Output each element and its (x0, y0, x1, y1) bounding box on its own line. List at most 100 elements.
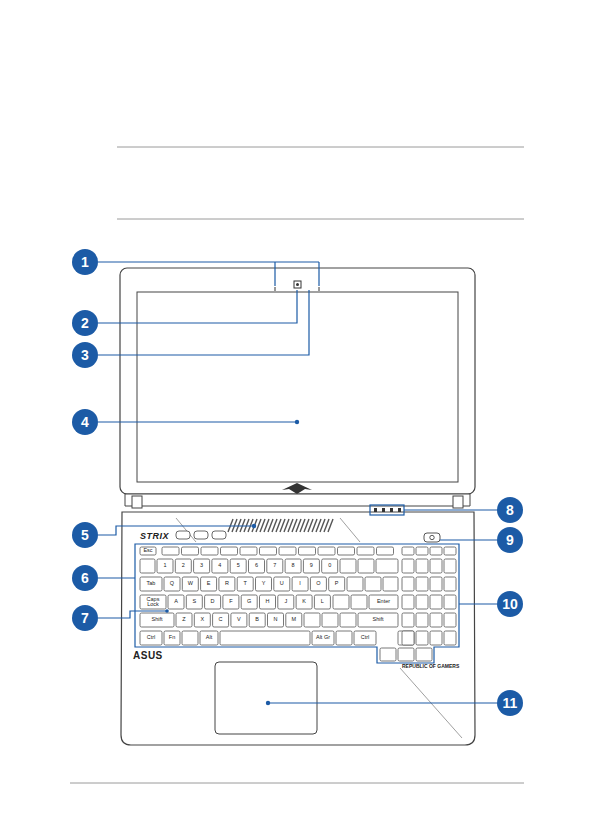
leader-line (404, 509, 497, 510)
leader-line (440, 539, 497, 540)
callout-number: 3 (72, 342, 98, 368)
key-label: B (249, 613, 265, 627)
callout-circle (72, 409, 98, 435)
key-label: E (201, 577, 217, 591)
keyboard-key (312, 631, 334, 645)
key-label: Ctrl (140, 631, 162, 645)
key-label: L (314, 595, 330, 609)
keyboard-key (430, 547, 442, 555)
keyboard-key (299, 547, 316, 555)
key-label: Tab (140, 577, 162, 591)
highlight-box (370, 505, 404, 515)
key-label: 5 (230, 559, 246, 573)
brand-text: REPUBLIC OF GAMERS (402, 664, 459, 669)
key-label: C (213, 613, 229, 627)
status-light (390, 508, 393, 512)
rog-logo (282, 483, 312, 494)
touchpad (215, 662, 317, 734)
keyboard-key (175, 559, 191, 573)
leader-line (98, 526, 254, 535)
keyboard-key (338, 547, 355, 555)
keyboard-key (256, 577, 272, 591)
callout-number: 11 (497, 690, 523, 716)
leader-dot (295, 420, 299, 424)
laptop-base (121, 512, 475, 745)
keyboard-key (278, 595, 294, 609)
keyboard-key (292, 577, 308, 591)
keyboard-key (213, 613, 229, 627)
key-label: H (260, 595, 276, 609)
keyboard-key (162, 547, 179, 555)
keyboard-key (333, 595, 349, 609)
callout-circle (72, 605, 98, 631)
key-label: F (223, 595, 239, 609)
keyboard-key (402, 595, 414, 609)
keyboard-key (416, 631, 428, 645)
leader-line (459, 603, 497, 604)
keyboard-key (285, 559, 301, 573)
keyboard-key (223, 595, 239, 609)
leader-line (98, 290, 309, 355)
camera-lens (296, 283, 299, 286)
key-label: S (186, 595, 202, 609)
keyboard-key (340, 613, 356, 627)
callout-circle (72, 249, 98, 275)
key-label: 4 (212, 559, 228, 573)
keyboard-key (402, 613, 414, 627)
rule-line (117, 147, 524, 148)
keyboard-key (347, 577, 363, 591)
keyboard-key (383, 577, 398, 591)
keyboard-key (157, 559, 173, 573)
keyboard-key (182, 631, 198, 645)
keyboard-key (140, 631, 162, 645)
keyboard-key (358, 613, 398, 627)
keyboard-key (168, 595, 184, 609)
keyboard-key (182, 577, 198, 591)
leader-dot (252, 524, 256, 528)
key-label: Shift (358, 613, 398, 627)
keyboard-key (354, 631, 376, 645)
keyboard-key (221, 547, 238, 555)
key-label: 7 (267, 559, 283, 573)
brand-logo-text: ASUS (133, 651, 163, 661)
keyboard-key (140, 595, 166, 609)
key-label: Caps Lock (140, 595, 166, 609)
leader-line (268, 702, 497, 703)
keyboard-key (182, 547, 199, 555)
keyboard-key (186, 595, 202, 609)
hinge (125, 494, 470, 506)
keyboard-key (377, 547, 394, 555)
keyboard-key (274, 577, 290, 591)
keyboard-key (220, 631, 310, 645)
keyboard-key (279, 547, 296, 555)
keyboard-key (140, 559, 155, 573)
key-label: O (310, 577, 326, 591)
keyboard-key (303, 559, 319, 573)
keyboard-key (304, 613, 320, 627)
callout-circle (497, 497, 523, 523)
key-label: 2 (175, 559, 191, 573)
callout-number: 10 (497, 591, 523, 617)
brand-text: STRIX (140, 532, 169, 541)
status-light (374, 508, 377, 512)
vent-slot (328, 519, 333, 532)
keyboard-key (240, 547, 257, 555)
keyboard-key (267, 559, 283, 573)
microphone (275, 287, 276, 291)
leader-line (98, 262, 319, 286)
decor-line (340, 518, 360, 542)
rule-line (117, 219, 524, 220)
callout-circle (497, 591, 523, 617)
keyboard-key (212, 559, 228, 573)
power-button (424, 533, 440, 542)
keyboard-key (365, 577, 381, 591)
keyboard-key (444, 577, 456, 591)
keyboard-key (268, 613, 284, 627)
keyboard-key (194, 559, 210, 573)
keyboard-key (237, 577, 253, 591)
key-label: T (237, 577, 253, 591)
callout-number: 1 (72, 249, 98, 275)
keyboard-key (444, 595, 456, 609)
keyboard-key (201, 577, 217, 591)
keyboard-key (376, 559, 398, 573)
